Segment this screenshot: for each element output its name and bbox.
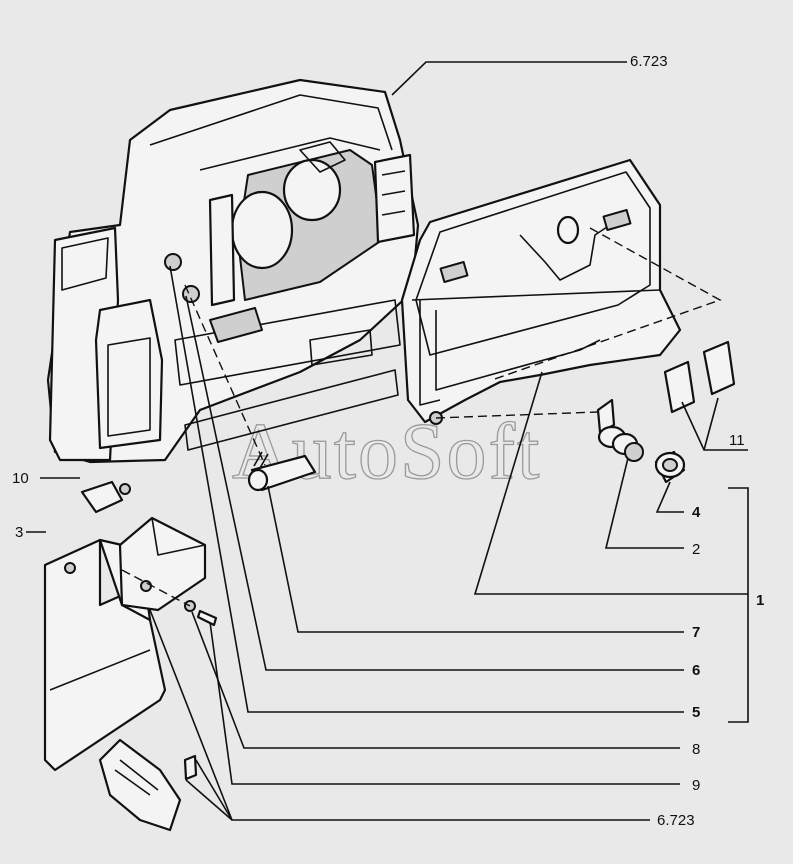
- buffer-pads-part-11: [663, 340, 736, 414]
- callout-1: 1: [756, 592, 764, 609]
- latch-lock-part-2: [596, 398, 644, 462]
- callout-8: 8: [692, 741, 700, 758]
- callout-ref-bottom: 6.723: [657, 812, 695, 829]
- switch-part-10: [80, 480, 131, 514]
- glovebox-door: [400, 158, 682, 425]
- dashboard-housing: [46, 78, 420, 464]
- bolt-part-7: [247, 451, 317, 492]
- callout-7: 7: [692, 624, 700, 641]
- callout-11: 11: [729, 432, 745, 449]
- harness-clip-part: [98, 738, 198, 832]
- bushing-part-4: [654, 450, 686, 484]
- screw-part-9: [196, 609, 218, 627]
- callout-9: 9: [692, 777, 700, 794]
- callout-10: 10: [12, 470, 29, 487]
- callout-6: 6: [692, 662, 700, 679]
- callout-4: 4: [692, 504, 701, 521]
- callout-3: 3: [15, 524, 23, 541]
- callout-ref-top: 6.723: [630, 53, 668, 70]
- callout-2: 2: [692, 541, 700, 558]
- mounting-bracket-part-3: [43, 516, 207, 772]
- callout-5: 5: [692, 704, 700, 721]
- leader-lines: [26, 61, 749, 821]
